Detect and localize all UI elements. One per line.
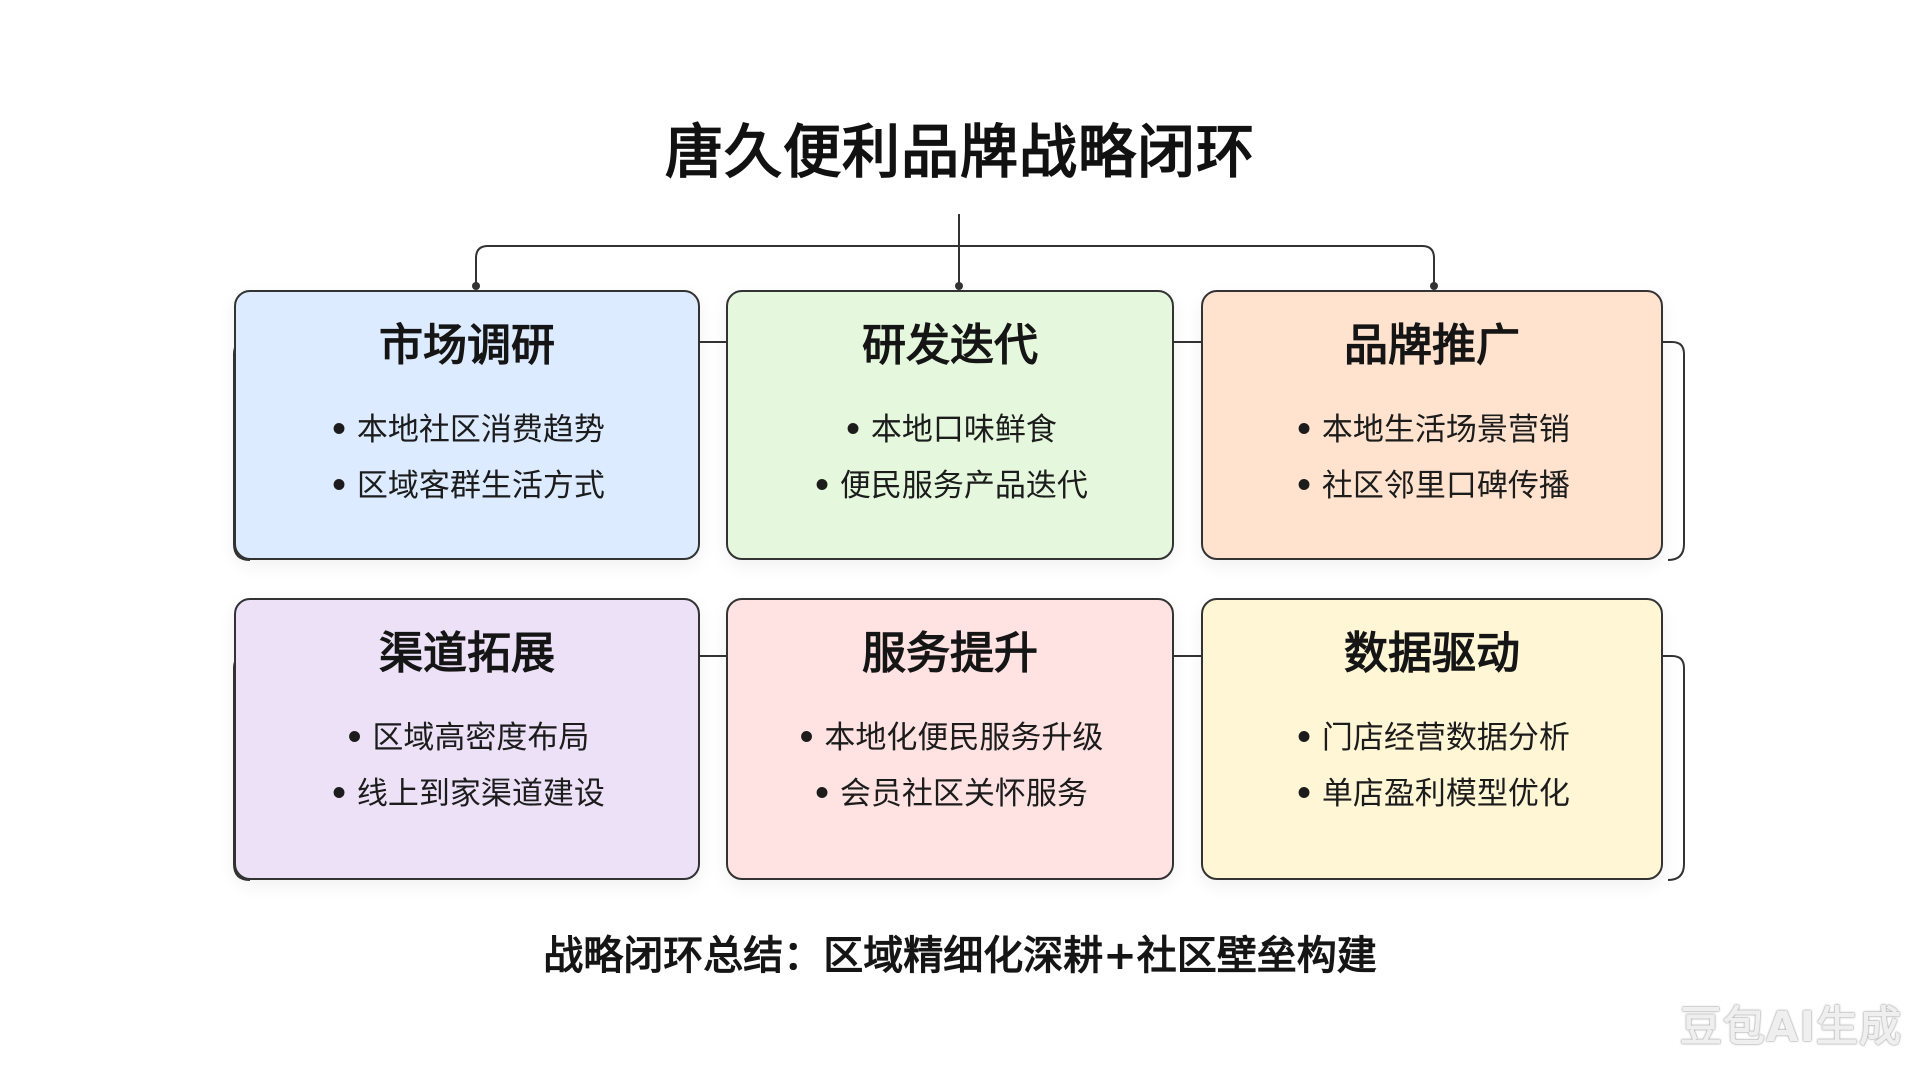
list-item-text: 会员社区关怀服务	[839, 776, 1088, 812]
card-list: •本地化便民服务升级 •会员社区关怀服务	[728, 710, 1172, 822]
list-item: •便民服务产品迭代	[728, 458, 1172, 514]
page-title: 唐久便利品牌战略闭环	[664, 118, 1255, 186]
list-item: •单店盈利模型优化	[1203, 766, 1661, 822]
list-item-text: 社区邻里口碑传播	[1321, 468, 1570, 504]
card-title: 服务提升	[862, 628, 1038, 679]
card-title: 研发迭代	[862, 320, 1038, 371]
list-item: •区域高密度布局	[236, 710, 698, 766]
bullet-icon: •	[344, 720, 365, 756]
bullet-icon: •	[1294, 468, 1314, 504]
list-item: •本地化便民服务升级	[728, 710, 1172, 766]
card-title: 数据驱动	[1344, 628, 1520, 679]
card-list: •本地生活场景营销 •社区邻里口碑传播	[1203, 402, 1661, 514]
bullet-icon: •	[329, 412, 349, 448]
list-item-text: 本地社区消费趋势	[356, 412, 605, 448]
card-service-upgrade: 服务提升 •本地化便民服务升级 •会员社区关怀服务	[726, 598, 1174, 880]
card-list: •区域高密度布局 •线上到家渠道建设	[236, 710, 698, 822]
bracket-dot-center	[955, 282, 963, 290]
list-item-text: 区域高密度布局	[372, 720, 590, 756]
bullet-icon: •	[812, 468, 832, 504]
list-item-text: 本地化便民服务升级	[824, 720, 1104, 756]
list-item-text: 单店盈利模型优化	[1321, 776, 1570, 812]
list-item: •本地生活场景营销	[1203, 402, 1661, 458]
bullet-icon: •	[329, 776, 349, 812]
bullet-icon: •	[1294, 412, 1314, 448]
card-list: •本地口味鲜食 •便民服务产品迭代	[728, 402, 1172, 514]
list-item: •区域客群生活方式	[236, 458, 698, 514]
list-item-text: 本地生活场景营销	[1321, 412, 1570, 448]
card-list: •本地社区消费趋势 •区域客群生活方式	[236, 402, 698, 514]
bullet-icon: •	[812, 776, 832, 812]
list-item-text: 区域客群生活方式	[356, 468, 605, 504]
card-title: 品牌推广	[1344, 320, 1520, 371]
card-brand-promotion: 品牌推广 •本地生活场景营销 •社区邻里口碑传播	[1201, 290, 1663, 560]
bullet-icon: •	[796, 720, 817, 756]
card-title: 市场调研	[379, 320, 555, 371]
list-item-text: 便民服务产品迭代	[839, 468, 1088, 504]
list-item: •门店经营数据分析	[1203, 710, 1661, 766]
card-channel-expansion: 渠道拓展 •区域高密度布局 •线上到家渠道建设	[234, 598, 700, 880]
card-list: •门店经营数据分析 •单店盈利模型优化	[1203, 710, 1661, 822]
watermark: 豆包AI生成	[1679, 1002, 1902, 1051]
bullet-icon: •	[843, 412, 863, 448]
bullet-icon: •	[1294, 776, 1314, 812]
top-bracket	[475, 245, 1435, 286]
strategy-summary: 战略闭环总结：区域精细化深耕+社区壁垒构建	[543, 933, 1377, 979]
list-item-text: 线上到家渠道建设	[356, 776, 605, 812]
list-item: •社区邻里口碑传播	[1203, 458, 1661, 514]
list-item-text: 本地口味鲜食	[870, 412, 1057, 448]
list-item: •线上到家渠道建设	[236, 766, 698, 822]
card-rd-iteration: 研发迭代 •本地口味鲜食 •便民服务产品迭代	[726, 290, 1174, 560]
list-item-text: 门店经营数据分析	[1321, 720, 1570, 756]
bullet-icon: •	[329, 468, 349, 504]
bracket-dot-right	[1430, 282, 1438, 290]
card-title: 渠道拓展	[379, 628, 555, 679]
list-item: •会员社区关怀服务	[728, 766, 1172, 822]
bullet-icon: •	[1294, 720, 1314, 756]
card-data-driven: 数据驱动 •门店经营数据分析 •单店盈利模型优化	[1201, 598, 1663, 880]
list-item: •本地口味鲜食	[728, 402, 1172, 458]
card-market-research: 市场调研 •本地社区消费趋势 •区域客群生活方式	[234, 290, 700, 560]
list-item: •本地社区消费趋势	[236, 402, 698, 458]
bracket-dot-left	[472, 282, 480, 290]
